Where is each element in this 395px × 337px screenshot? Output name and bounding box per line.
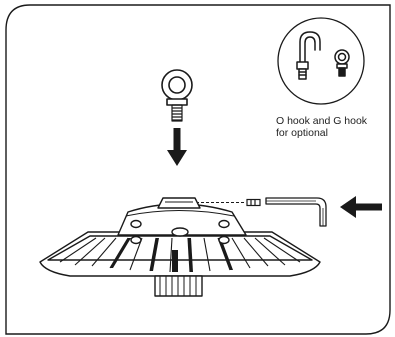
eye-bolt-icon	[161, 69, 193, 122]
arrow-left-icon	[340, 196, 382, 218]
optional-hooks-bubble	[277, 17, 365, 105]
o-hook-icon	[334, 49, 350, 77]
rounded-frame	[5, 4, 391, 335]
ufo-high-bay-lamp-icon	[39, 197, 321, 297]
optional-hooks-caption: O hook and G hook for optional	[276, 115, 392, 139]
g-hook-icon	[296, 31, 321, 80]
caption-line-2: for optional	[276, 127, 328, 139]
caption-line-1: O hook and G hook	[276, 115, 368, 127]
set-screw-icon	[246, 198, 261, 207]
arrow-down-icon	[167, 128, 187, 166]
hex-key-icon	[265, 197, 327, 227]
